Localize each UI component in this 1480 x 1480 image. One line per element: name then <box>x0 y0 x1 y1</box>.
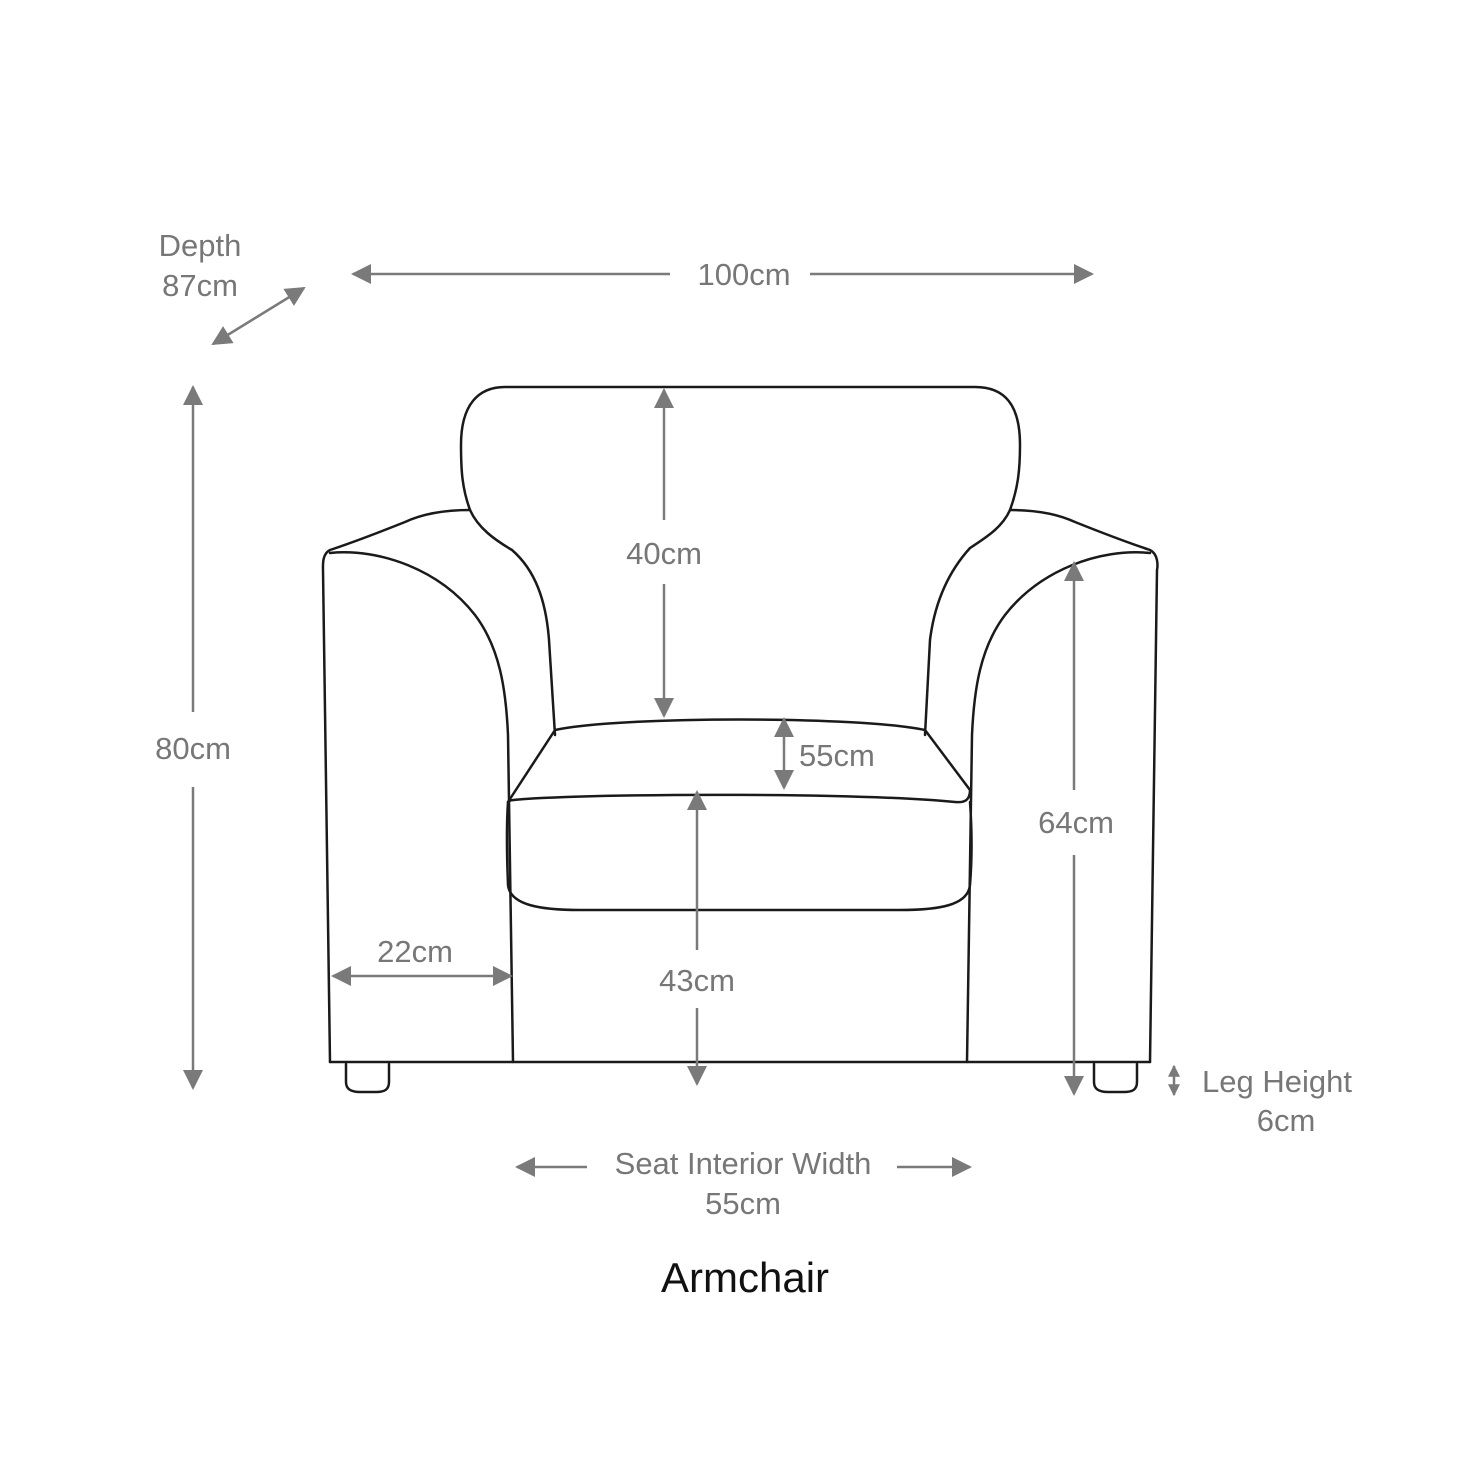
seat-cushion-top <box>506 718 972 804</box>
left-armrest <box>321 508 515 1064</box>
right-leg <box>1092 1062 1139 1094</box>
seat-depth-label: 55cm <box>799 738 875 773</box>
leg-height-label: Leg Height <box>1202 1064 1352 1099</box>
interior-width-label: Seat Interior Width <box>615 1146 872 1181</box>
dimension-lines <box>183 264 1180 1177</box>
dimension-labels: Depth 87cm 100cm 80cm 40cm 55cm 64cm 22c… <box>155 228 1352 1221</box>
arm-height-label: 64cm <box>1038 805 1114 840</box>
leg-height-value: 6cm <box>1257 1103 1316 1138</box>
arm-width-label: 22cm <box>377 934 453 969</box>
interior-width-value: 55cm <box>705 1186 781 1221</box>
seat-height-label: 43cm <box>659 963 735 998</box>
right-armrest <box>965 508 1159 1064</box>
left-leg <box>344 1062 391 1094</box>
seat-cushion-front <box>505 800 973 912</box>
depth-value: 87cm <box>162 268 238 303</box>
overall-height-label: 80cm <box>155 731 231 766</box>
backrest <box>459 385 1022 737</box>
depth-arrow <box>211 286 306 346</box>
overall-width-label: 100cm <box>697 257 790 292</box>
diagram-title: Armchair <box>661 1254 829 1301</box>
armchair-outline <box>321 385 1159 1094</box>
back-height-label: 40cm <box>626 536 702 571</box>
depth-label: Depth <box>159 228 242 263</box>
